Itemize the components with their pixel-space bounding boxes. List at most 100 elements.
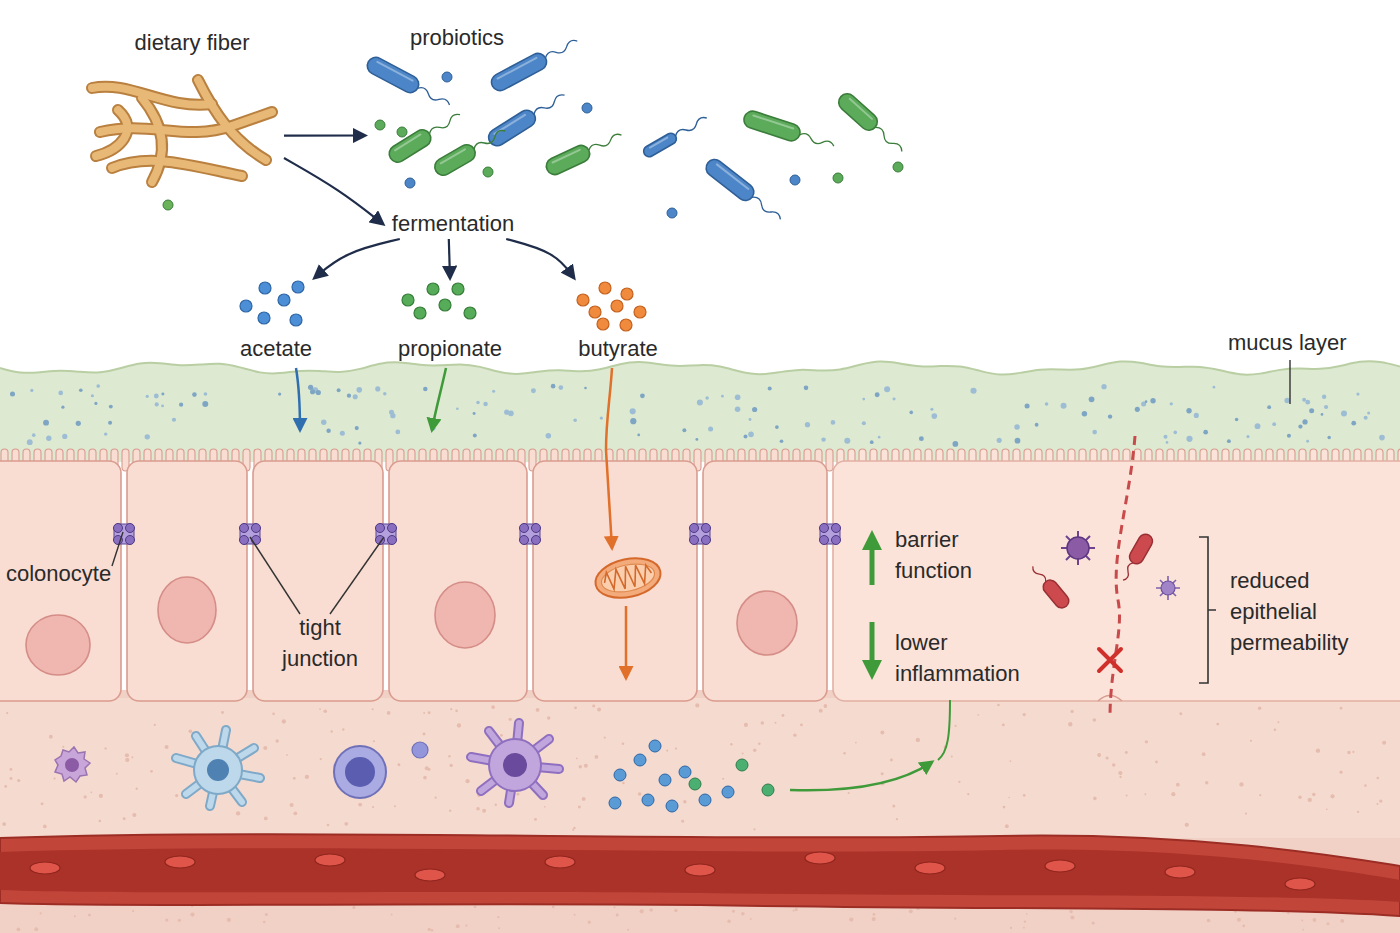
tissue-texture bbox=[344, 822, 348, 826]
tissue-texture bbox=[123, 817, 126, 820]
mucus-layer bbox=[1061, 403, 1067, 409]
mucus-layer bbox=[43, 420, 49, 426]
mucus-layer bbox=[1364, 416, 1368, 420]
scfa-molecules bbox=[762, 784, 774, 796]
scfa-molecules bbox=[679, 766, 691, 778]
tissue-texture bbox=[579, 765, 582, 768]
mucus-layer bbox=[46, 436, 51, 441]
mucus-layer bbox=[395, 430, 400, 435]
tight-junction bbox=[690, 536, 699, 545]
scfa-molecules bbox=[620, 319, 632, 331]
tight-junction bbox=[520, 524, 540, 544]
scfa-molecules bbox=[649, 740, 661, 752]
tight-junction bbox=[820, 524, 840, 544]
tissue-texture bbox=[951, 756, 953, 758]
tissue-texture bbox=[1339, 771, 1342, 774]
mucus-layer bbox=[909, 411, 913, 415]
tissue-texture bbox=[293, 777, 296, 780]
scfa-molecules bbox=[278, 294, 290, 306]
leader-line bbox=[330, 537, 384, 614]
red-blood-cells bbox=[1165, 866, 1195, 878]
dendritic-cell bbox=[194, 746, 242, 794]
scfa-molecules bbox=[689, 778, 701, 790]
scfa-molecules bbox=[611, 300, 623, 312]
probiotic-bacteria bbox=[588, 132, 623, 153]
cell-nucleus bbox=[435, 582, 495, 648]
mucus-layer bbox=[32, 433, 36, 437]
tissue-texture bbox=[495, 804, 497, 806]
red-blood-cells bbox=[915, 862, 945, 874]
tight-junction bbox=[388, 524, 397, 533]
tissue-texture bbox=[1347, 751, 1350, 754]
tissue-texture bbox=[1352, 751, 1354, 753]
red-blood-cells bbox=[30, 852, 1315, 890]
tissue-texture bbox=[1126, 794, 1128, 796]
tissue-texture bbox=[320, 758, 322, 760]
mucus-layer bbox=[893, 397, 896, 400]
mucus-layer bbox=[919, 436, 924, 441]
fiber-strands bbox=[142, 98, 162, 182]
tissue-texture bbox=[1093, 718, 1097, 722]
tissue-texture bbox=[227, 918, 231, 922]
mucus-layer bbox=[1186, 408, 1191, 413]
lymphocyte bbox=[345, 757, 375, 787]
scfa-molecules bbox=[736, 759, 748, 771]
mucus-layer bbox=[546, 433, 552, 439]
tissue-texture bbox=[323, 709, 327, 713]
mucus-layer bbox=[1186, 436, 1192, 442]
mucus-layer bbox=[931, 413, 937, 419]
leader-line bbox=[938, 700, 950, 760]
tissue-texture bbox=[282, 719, 286, 723]
tissue-texture bbox=[675, 747, 677, 749]
node-label: butyrate bbox=[578, 336, 658, 362]
vessel-lumen bbox=[0, 848, 1400, 902]
tissue-texture bbox=[1216, 723, 1219, 726]
tissue-texture bbox=[588, 921, 591, 924]
mucus-layer bbox=[1082, 411, 1087, 416]
tissue-texture bbox=[1144, 793, 1146, 795]
tissue-texture bbox=[848, 792, 850, 794]
tissue-texture bbox=[1330, 794, 1334, 798]
node-label: propionate bbox=[398, 336, 502, 362]
pathogen-bacterium bbox=[1040, 577, 1071, 611]
tissue-texture bbox=[1326, 808, 1328, 810]
probiotic-bacteria bbox=[750, 195, 782, 222]
tissue-texture bbox=[352, 906, 355, 909]
mucus-layer bbox=[483, 402, 487, 406]
tissue-texture bbox=[104, 747, 106, 749]
mucus-layer bbox=[1267, 405, 1271, 409]
tissue-texture bbox=[638, 792, 642, 796]
tissue-texture bbox=[1312, 793, 1315, 796]
tissue-texture bbox=[423, 776, 427, 780]
blocked-path bbox=[1110, 436, 1135, 718]
cell-nucleus bbox=[158, 577, 216, 643]
tight-junction bbox=[532, 524, 541, 533]
tissue-texture bbox=[1313, 918, 1317, 922]
mucus-layer bbox=[1341, 411, 1347, 417]
tissue-texture bbox=[150, 770, 153, 773]
mucus-layer bbox=[705, 396, 708, 399]
tissue-texture bbox=[1112, 763, 1116, 767]
tissue-texture bbox=[305, 775, 309, 779]
tissue-texture bbox=[1002, 723, 1005, 726]
mucus-layer bbox=[805, 422, 810, 427]
dendritic-cell bbox=[471, 723, 559, 803]
mucus-layer bbox=[1367, 411, 1370, 414]
tissue-texture bbox=[722, 778, 724, 780]
fiber-strands bbox=[198, 80, 266, 160]
mucus-layer bbox=[62, 434, 67, 439]
tissue-texture bbox=[1274, 728, 1277, 731]
probiotic-bacteria bbox=[703, 156, 758, 204]
mucus-layer bbox=[1379, 435, 1385, 441]
mucus-layer bbox=[492, 390, 495, 393]
mucus-layer bbox=[375, 386, 380, 391]
down-arrow bbox=[870, 622, 875, 672]
probiotic-bacteria bbox=[667, 208, 677, 218]
tissue-texture bbox=[622, 742, 625, 745]
probiotic-bacteria bbox=[485, 88, 569, 149]
tissue-texture bbox=[1097, 753, 1101, 757]
tissue-texture bbox=[465, 779, 469, 783]
tissue-texture bbox=[1176, 783, 1180, 787]
tissue-texture bbox=[824, 705, 827, 708]
